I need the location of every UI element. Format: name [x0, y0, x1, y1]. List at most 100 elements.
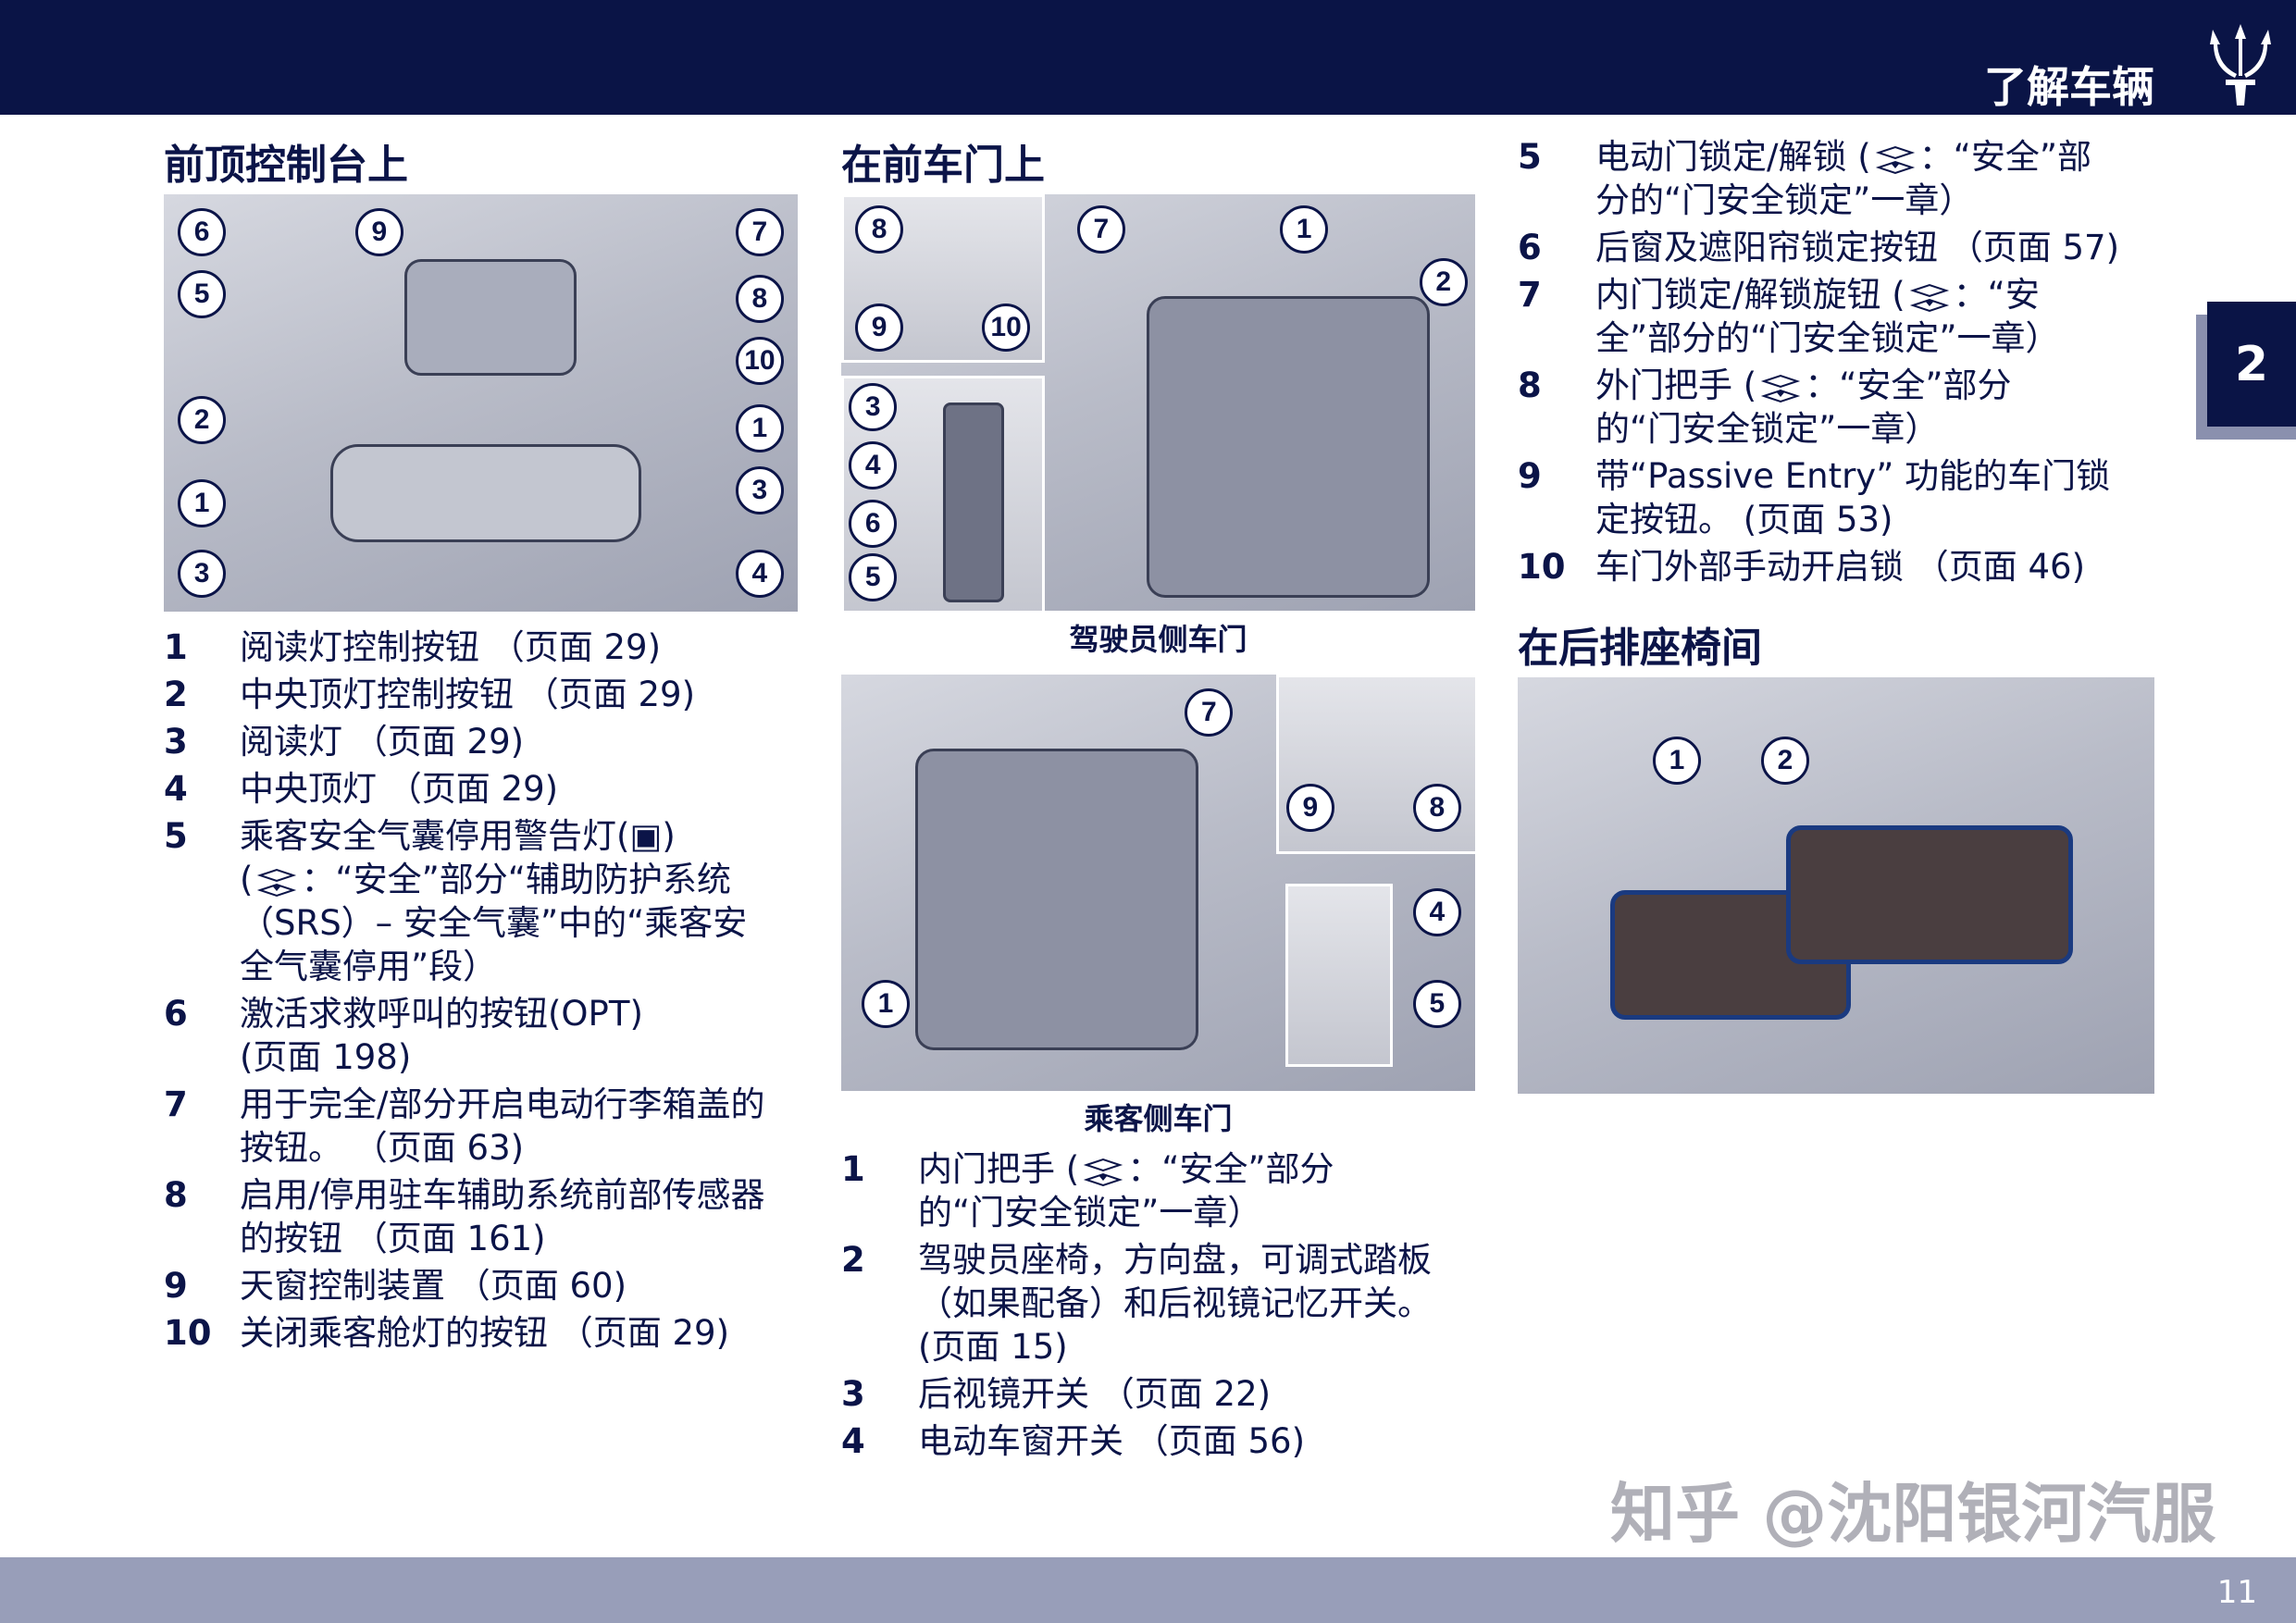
- legend-text: (页面 15): [918, 1327, 1068, 1367]
- callout-5: 5: [1412, 979, 1461, 1028]
- legend-text: 的“门安全锁定”一章）: [1595, 409, 1940, 449]
- legend-text-line: 天窗控制装置 （页面 60): [240, 1264, 798, 1307]
- legend-text-line: 按钮。 （页面 63): [240, 1126, 798, 1170]
- callout-7: 7: [1076, 205, 1125, 254]
- book-reference-icon: [1875, 143, 1916, 175]
- legend-item: 7 用于完全/部分开启电动行李箱盖的按钮。 （页面 63): [164, 1083, 798, 1170]
- legend-number: 5: [164, 816, 188, 856]
- legend-text-line: 带“Passive Entry” 功能的车门锁: [1595, 454, 2166, 498]
- console-panel: [404, 259, 577, 376]
- legend-number: 1: [841, 1149, 865, 1189]
- callout-5: 5: [849, 553, 898, 601]
- legend-number: 9: [1518, 456, 1542, 496]
- callout-4: 4: [849, 440, 898, 489]
- legend-text: ：“安: [1953, 275, 2040, 315]
- maserati-trident-logo: [2210, 24, 2271, 105]
- legend-text-line: 激活求救呼叫的按钮(OPT): [240, 992, 798, 1035]
- legend-number: 7: [1518, 275, 1542, 315]
- legend-text-line: 后窗及遮阳帘锁定按钮 （页面 57): [1595, 226, 2166, 269]
- legend-number: 2: [841, 1240, 865, 1280]
- callout-3: 3: [178, 550, 227, 599]
- legend-text: 中央顶灯控制按钮 （页面 29): [240, 675, 696, 714]
- door-trim: [1147, 296, 1430, 598]
- legend-item: 8 外门把手 ( ：“安全”部分的“门安全锁定”一章）: [1518, 364, 2166, 451]
- callout-8: 8: [855, 205, 904, 254]
- legend-text: 天窗控制装置 （页面 60): [240, 1266, 627, 1306]
- legend-number: 1: [164, 627, 188, 667]
- book-reference-icon: [1909, 281, 1950, 313]
- legend-number: 7: [164, 1084, 188, 1124]
- legend-item: 8 启用/停用驻车辅助系统前部传感器的按钮 （页面 161): [164, 1173, 798, 1260]
- legend-text-line: 车门外部手动开启锁 （页面 46): [1595, 545, 2166, 588]
- legend-text-line: 驾驶员座椅，方向盘，可调式踏板: [918, 1238, 1475, 1282]
- callout-1: 1: [1280, 205, 1329, 254]
- legend-number: 10: [1518, 547, 1566, 587]
- book-reference-icon: [256, 866, 297, 898]
- callout-6: 6: [849, 499, 898, 548]
- callout-5: 5: [178, 270, 227, 319]
- legend-number: 8: [1518, 365, 1542, 405]
- book-reference-icon: [1083, 1156, 1123, 1187]
- watermark: 知乎 @沈阳银河汽服: [1610, 1476, 2216, 1552]
- legend-number: 2: [164, 675, 188, 714]
- legend-text: 后视镜开关 （页面 22): [918, 1374, 1272, 1414]
- legend-number: 6: [164, 994, 188, 1034]
- legend-item: 2 驾驶员座椅，方向盘，可调式踏板（如果配备）和后视镜记忆开关。 (页面 15): [841, 1238, 1475, 1369]
- legend-text-line: 分的“门安全锁定”一章）: [1595, 179, 2166, 222]
- callout-8: 8: [735, 274, 784, 323]
- legend-number: 4: [841, 1421, 865, 1461]
- legend-text: 用于完全/部分开启电动行李箱盖的: [240, 1084, 765, 1124]
- callout-2: 2: [1760, 737, 1809, 785]
- callout-4: 4: [735, 550, 784, 599]
- legend-text: 内门把手 (: [918, 1149, 1080, 1189]
- section-title: 了解车辆: [1984, 62, 2154, 112]
- driver-door-caption: 驾驶员侧车门: [1069, 622, 1247, 657]
- callout-1: 1: [735, 403, 784, 452]
- legend-text-line: (页面 15): [918, 1325, 1475, 1369]
- legend-text-line: 电动车窗开关 （页面 56): [918, 1419, 1475, 1463]
- legend-text: 外门把手 (: [1595, 365, 1757, 405]
- armrest-lid: [1786, 825, 2073, 964]
- legend-text: 全气囊停用”段）: [240, 947, 498, 986]
- legend-text: ：“安全”部分: [1805, 365, 2012, 405]
- legend-text-line: 的按钮 （页面 161): [240, 1217, 798, 1260]
- legend-text: 驾驶员座椅，方向盘，可调式踏板: [918, 1240, 1432, 1280]
- legend-number: 5: [1518, 137, 1542, 177]
- legend-text: 启用/停用驻车辅助系统前部传感器: [240, 1175, 765, 1215]
- callout-3: 3: [849, 382, 898, 431]
- legend-text-line: 中央顶灯控制按钮 （页面 29): [240, 673, 798, 716]
- legend-text: 电动门锁定/解锁 (: [1595, 137, 1871, 177]
- legend-text: 定按钮。 (页面 53): [1595, 500, 1893, 539]
- legend-text: 带“Passive Entry” 功能的车门锁: [1595, 456, 2111, 496]
- legend-item: 5 电动门锁定/解锁 ( ：“安全”部分的“门安全锁定”一章）: [1518, 135, 2166, 222]
- window-switch-inset: [1285, 884, 1393, 1067]
- legend-text: 激活求救呼叫的按钮(OPT): [240, 994, 643, 1034]
- callout-9: 9: [1285, 784, 1334, 832]
- callout-1: 1: [178, 478, 227, 527]
- heading-rear-seats: 在后排座椅间: [1518, 625, 1762, 672]
- legend-text-line: 用于完全/部分开启电动行李箱盖的: [240, 1083, 798, 1126]
- chapter-tab[interactable]: 2: [2207, 302, 2296, 427]
- legend-text: ：“安全”部: [1918, 137, 2092, 177]
- callout-10: 10: [982, 304, 1031, 352]
- legend-text: （如果配备）和后视镜记忆开关。: [918, 1283, 1432, 1323]
- legend-text: 电动车窗开关 （页面 56): [918, 1421, 1306, 1461]
- door-trim: [915, 749, 1198, 1050]
- legend-number: 8: [164, 1175, 188, 1215]
- legend-text-line: （如果配备）和后视镜记忆开关。: [918, 1282, 1475, 1325]
- heading-front-door: 在前车门上: [841, 142, 1045, 189]
- legend-text: 阅读灯 （页面 29): [240, 722, 525, 762]
- callout-4: 4: [1412, 887, 1461, 936]
- legend-text: 内门锁定/解锁旋钮 (: [1595, 275, 1905, 315]
